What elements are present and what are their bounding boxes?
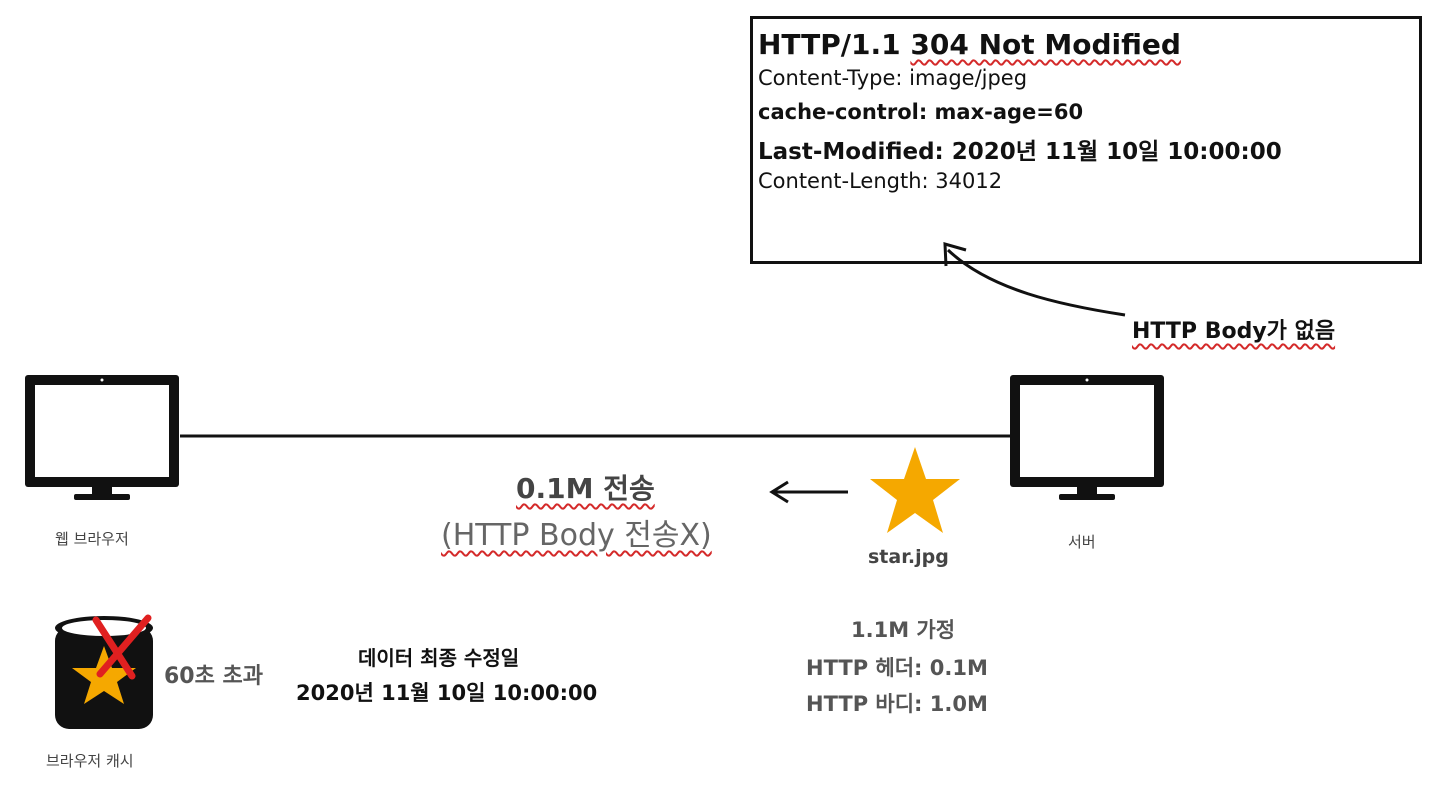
protocol-version: HTTP/1.1 — [758, 28, 911, 61]
header-content-type: Content-Type: image/jpeg — [758, 66, 1028, 90]
resource-body-size: HTTP 바디: 1.0M — [806, 692, 988, 716]
header-content-length: Content-Length: 34012 — [758, 169, 1003, 193]
header-last-modified: Last-Modified: 2020년 11월 10일 10:00:00 — [758, 139, 1282, 165]
server-label: 서버 — [1068, 533, 1096, 551]
last-modified-value: 2020년 11월 10일 10:00:00 — [296, 681, 598, 705]
expired-x-icon — [92, 614, 152, 680]
star-image-icon — [870, 447, 960, 533]
resource-size-assumption: 1.1M 가정 — [851, 618, 956, 642]
transfer-size: 0.1M 전송 — [516, 472, 655, 505]
server-monitor-icon — [1010, 375, 1164, 500]
status-line: HTTP/1.1 304 Not Modified — [758, 28, 1181, 61]
transfer-arrow-icon — [769, 480, 848, 504]
resource-name: star.jpg — [868, 546, 949, 568]
transfer-note: (HTTP Body 전송X) — [441, 518, 712, 553]
browser-cache-icon — [55, 616, 153, 729]
browser-monitor-icon — [25, 375, 179, 500]
resource-header-size: HTTP 헤더: 0.1M — [806, 656, 988, 680]
status-code: 304 Not Modified — [910, 28, 1181, 61]
last-modified-title: 데이터 최종 수정일 — [358, 646, 520, 670]
header-cache-control: cache-control: max-age=60 — [758, 100, 1084, 124]
cached-star-icon — [72, 646, 136, 704]
browser-label: 웹 브라우저 — [55, 530, 129, 548]
cache-expired-status: 60초 초과 — [164, 664, 263, 689]
browser-cache-label: 브라우저 캐시 — [46, 752, 134, 770]
http-response-box — [750, 16, 1422, 264]
no-body-annotation: HTTP Body가 없음 — [1132, 319, 1336, 344]
